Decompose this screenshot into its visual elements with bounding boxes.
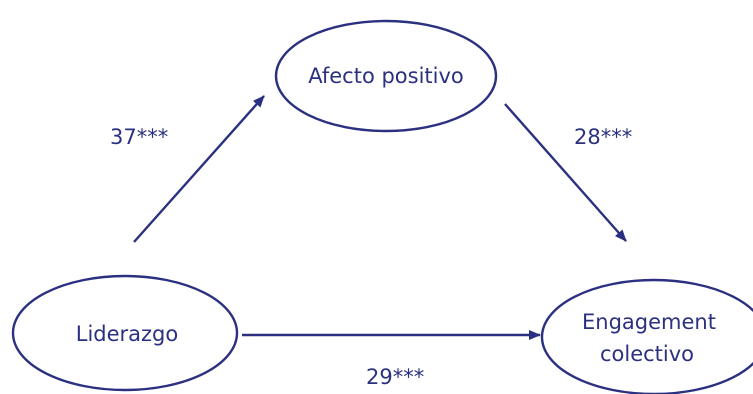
edge-liderazgo-to-afecto: 37***: [110, 95, 265, 243]
edge-liderazgo-to-engagement: 29***: [242, 330, 541, 389]
node-engagement-colectivo: Engagement colectivo: [540, 278, 753, 394]
edge-liderazgo-to-afecto-arrow: [133, 95, 265, 243]
edge-afecto-to-engagement-label: 28***: [574, 125, 632, 149]
node-engagement-colectivo-ellipse: [540, 278, 753, 394]
node-liderazgo-ellipse: [11, 274, 239, 392]
node-liderazgo: Liderazgo: [11, 274, 239, 392]
node-engagement-colectivo-label-line1: Engagement: [582, 310, 716, 334]
node-afecto-positivo-ellipse: [274, 19, 498, 133]
node-engagement-colectivo-label-line2: colectivo: [600, 342, 694, 366]
node-liderazgo-label: Liderazgo: [76, 322, 179, 346]
edge-afecto-to-engagement: 28***: [504, 103, 632, 242]
edge-liderazgo-to-afecto-label: 37***: [110, 125, 168, 149]
node-afecto-positivo: Afecto positivo: [274, 19, 498, 133]
edge-liderazgo-to-engagement-label: 29***: [366, 365, 424, 389]
node-afecto-positivo-label: Afecto positivo: [308, 64, 464, 88]
edge-afecto-to-engagement-arrow: [504, 103, 627, 242]
